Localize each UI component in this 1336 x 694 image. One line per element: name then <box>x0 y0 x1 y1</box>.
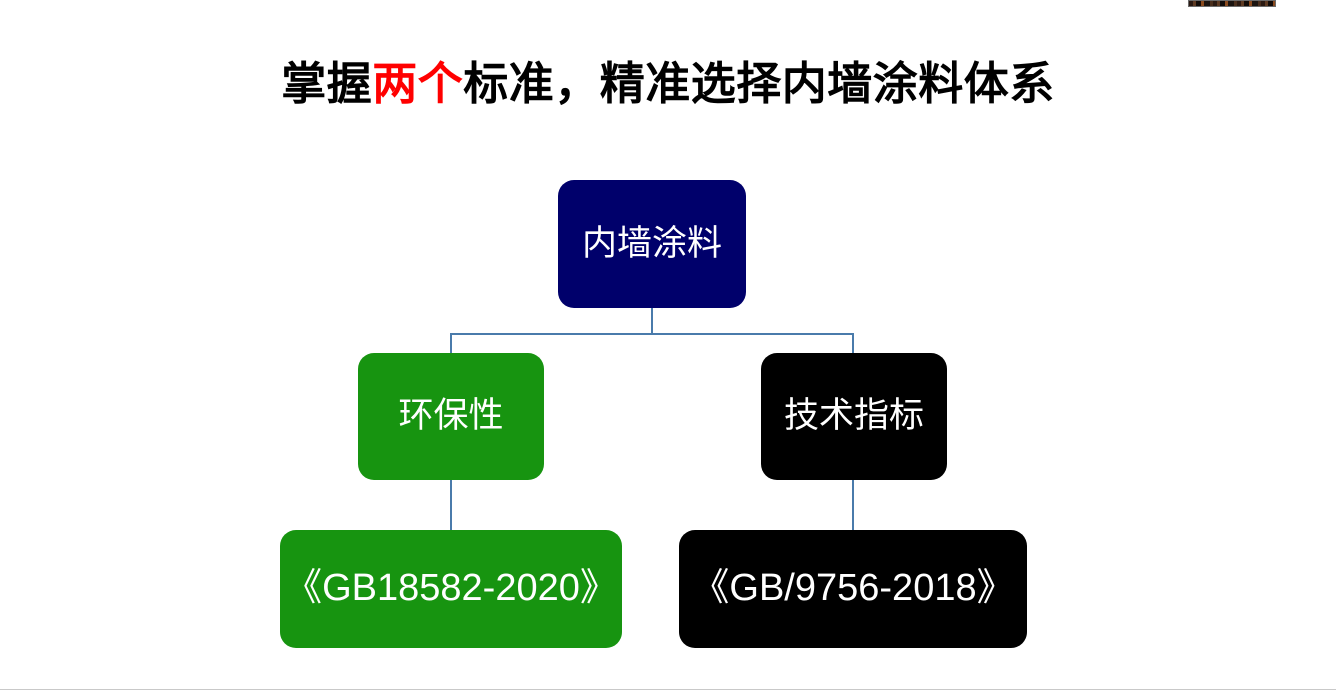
node-leaf-standard-gb18582[interactable]: 《GB18582-2020》 <box>280 530 622 648</box>
page-title-segment-before: 掌握 <box>281 58 373 110</box>
node-root-interior-wall-paint[interactable]: 内墙涂料 <box>558 180 746 308</box>
node-branch-technical-index[interactable]: 技术指标 <box>761 353 947 480</box>
page-title-highlight: 两个 <box>372 58 464 110</box>
cropped-thumbnail-strip <box>1188 0 1276 7</box>
page-title: 掌握两个标准，精准选择内墙涂料体系 <box>0 58 1336 110</box>
connector-root-to-split <box>651 308 653 335</box>
node-branch-environmental-label: 环保性 <box>398 396 504 436</box>
node-branch-environmental[interactable]: 环保性 <box>358 353 544 480</box>
bottom-divider <box>0 689 1336 690</box>
page-title-segment-after: 标准，精准选择内墙涂料体系 <box>463 58 1055 110</box>
node-leaf-standard-gb18582-label: 《GB18582-2020》 <box>284 567 618 610</box>
connector-branch-right-to-leaf <box>852 480 854 532</box>
connector-split-to-branch-left <box>450 333 452 355</box>
connector-split-to-branch-right <box>852 333 854 355</box>
node-root-label: 内墙涂料 <box>581 223 722 263</box>
node-leaf-standard-gb9756-label: 《GB/9756-2018》 <box>691 567 1015 610</box>
node-branch-technical-index-label: 技术指标 <box>783 396 924 436</box>
node-leaf-standard-gb9756[interactable]: 《GB/9756-2018》 <box>679 530 1027 648</box>
connector-branch-left-to-leaf <box>450 480 452 532</box>
connector-horizontal-split <box>450 333 854 335</box>
